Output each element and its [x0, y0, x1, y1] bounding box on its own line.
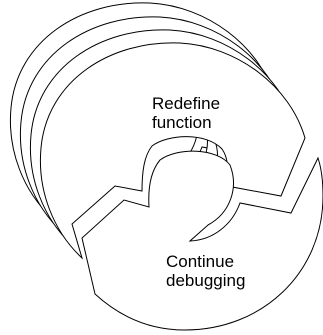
redefine-function-label: Redefine function: [152, 94, 220, 132]
cycle-arrow-echo-4: [39, 42, 306, 260]
continue-label-line-2: debugging: [166, 271, 246, 290]
redefine-label-line-1: Redefine: [152, 94, 221, 113]
continue-label-line-1: Continue: [166, 252, 235, 271]
continue-debugging-label: Continue debugging: [166, 252, 245, 290]
cycle-arrow-front: [81, 150, 323, 331]
echo-stack: [9, 2, 323, 331]
redefine-label-line-2: function: [152, 113, 212, 132]
